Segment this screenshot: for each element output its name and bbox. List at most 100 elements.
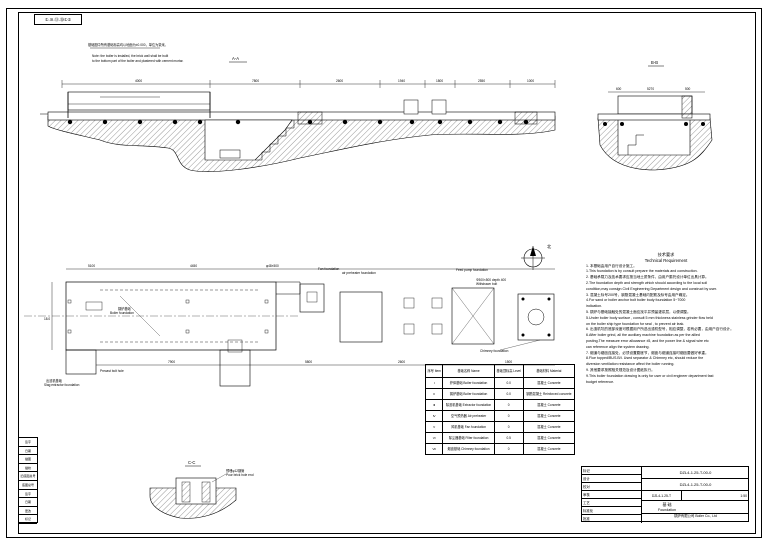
- strip-cell: 旧底图总号: [19, 472, 37, 481]
- table-cell: 混凝土 Concrete: [522, 410, 576, 422]
- section-b-b: B-B 600 5270 500: [597, 60, 713, 171]
- table-cell: 锅炉基础 Boiler foundation: [442, 388, 495, 400]
- tech-line: 6.After boiler grind, all the auxiliary …: [586, 333, 700, 338]
- dim-aa-6: 2550: [478, 79, 485, 83]
- table-cell: 混凝土 Concrete: [522, 443, 576, 455]
- tech-line: 8.Flue topped/BUS.B/I. Used separator & …: [586, 356, 704, 361]
- tb-row: 标准化: [582, 507, 642, 515]
- slag-cn: 出渣机基础: [46, 378, 62, 383]
- plan-boiler: Boiler foundation: [110, 311, 134, 315]
- dim-aa-3: 2600: [336, 79, 343, 83]
- dim-aa-2: 7800: [252, 79, 259, 83]
- strip-cell: 日期: [19, 498, 37, 507]
- table-cell: 0.0: [493, 388, 524, 400]
- plan-air-label: air preheater foundation: [342, 271, 376, 275]
- table-cell: Ⅴ: [424, 421, 444, 433]
- table-cell: Ⅶ: [424, 443, 444, 455]
- dim-plan-b3: 2600: [398, 360, 405, 364]
- strip-cell: 底图总号: [19, 481, 37, 490]
- chimney-note-2: Withdrawn bolt: [476, 282, 497, 286]
- table-header-cell: 序号 Item: [424, 364, 444, 378]
- tb-row: 校对: [582, 483, 642, 491]
- tb-company: 锅炉有限公司 Boiler Co., Ltd: [642, 513, 749, 523]
- dim-aa-7: 1000: [527, 79, 534, 83]
- tech-line: 2. 基础承载力及技术要求应按当地土质条件，由用户委托设计单位出具计算。: [586, 275, 709, 280]
- dim-plan-2: 4450: [190, 264, 197, 268]
- table-cell: 0.0: [493, 377, 524, 389]
- dim-aa-1: 4000: [135, 79, 142, 83]
- dim-aa-5: 1800: [436, 79, 443, 83]
- table-row: Ⅵ 除尘器基础 Filter foundation 0.5 混凝土 Concre…: [424, 432, 576, 444]
- table-cell: Ⅵ: [424, 432, 444, 444]
- table-cell: 钢筋混凝土 Reinforced concrete: [522, 388, 576, 400]
- sheet-inner-frame: [18, 12, 756, 534]
- table-header-cell: 基础材料 Material: [522, 364, 576, 378]
- tb-row: 标记: [582, 467, 642, 475]
- note-en-1: Note: the boiler is installed, the brick…: [92, 54, 168, 58]
- plan-boiler-cn: 锅炉基础: [118, 306, 131, 311]
- table-cell: 风机基础 Fan foundation: [442, 421, 495, 433]
- plan-fan-label: Fan foundation: [318, 267, 339, 271]
- table-cell: 除渣机基础 Extractor foundation: [442, 399, 495, 411]
- tb-row: 工艺: [582, 499, 642, 507]
- dim-bb-3: 500: [685, 87, 691, 91]
- tech-line: can reference align the system drawing.: [586, 344, 650, 349]
- tech-line: 6. 出渣机坑的底部深度可根据用户所选出渣机型号，相应调整，若有必要，由用户自行…: [586, 327, 734, 332]
- tech-line: 2.The foundation depth and strength whic…: [586, 280, 708, 285]
- tb-company-en: Boiler Co., Ltd: [695, 514, 717, 518]
- tech-line: indication.: [586, 304, 603, 309]
- strip-cell: 标记: [19, 515, 37, 524]
- strip-cell: 描图: [19, 455, 37, 464]
- tech-line: 1. 本基础由用户自行设计施工。: [586, 263, 637, 268]
- revision-strip: 签字 日期 描图 描校 旧底图总号 底图总号 签字 日期 更改 标记: [18, 437, 38, 524]
- tech-line: 3. 混凝土标号200号，钢筋混凝土基础内配筋及标号由用户确定。: [586, 292, 690, 297]
- plan-view: 5100 4450 φ48×500 锅炉基础 Boiler foundation…: [24, 243, 555, 387]
- plan-pump-label: Feed pump foundation: [456, 268, 488, 272]
- dim-aa-4: 1940: [398, 79, 405, 83]
- table-cell: 混凝土 Concrete: [522, 377, 576, 389]
- tb-name-cn: 基 础: [662, 502, 672, 507]
- section-cc-title: C-C: [188, 460, 195, 465]
- tech-title: Technical Requirement: [644, 257, 688, 263]
- strip-cell: 更改: [19, 507, 37, 516]
- table-header-cell: 基础名称 Name: [442, 364, 495, 378]
- tech-line: 5. 锅炉与基础接触处的混凝土面应找平并预留灌浆层，以便调整。: [586, 309, 691, 314]
- section-c-c: C-C 预埋φ12钢管 Pour brick hole end: [149, 460, 254, 519]
- note-cn: 基础图中所有基础标高均以地面为±0.000，单位为毫米。: [88, 42, 168, 47]
- north-label: 北: [547, 243, 552, 250]
- table-cell: 0: [493, 443, 524, 455]
- dim-plan-b2: 5800: [305, 360, 312, 364]
- tech-line: 7. 烟道与烟囱连接处，必须设置膨胀节，烟囱与烟道连接时烟囱要做好承重。: [586, 350, 709, 355]
- table-cell: 烟囱基础 Chimney foundation: [442, 443, 495, 455]
- table-row: Ⅴ 风机基础 Fan foundation 0 混凝土 Concrete: [424, 421, 576, 433]
- tech-line: condition,may consign Civil Engineering …: [586, 286, 718, 291]
- slag-en: Slag extractor foundation: [44, 383, 80, 387]
- table-header: 序号 Item 基础名称 Name 基础顶标高 Level 基础材料 Mater…: [424, 364, 576, 378]
- tb-model: DZL4-1.25-T: [642, 491, 682, 501]
- tb-drawing-no: DZL4-1.25-T-00-0: [642, 467, 749, 479]
- tech-title-cn: 技术要求: [657, 252, 675, 257]
- table-cell: 0: [493, 399, 524, 411]
- tb-company-cn: 锅炉有限公司: [674, 514, 695, 518]
- table-cell: Ⅳ: [424, 410, 444, 422]
- section-bb-title: B-B: [651, 60, 658, 65]
- table-cell: 炉体基础 Boiler foundation: [442, 377, 495, 389]
- dim-plan-b1: 7900: [168, 360, 175, 364]
- dim-plan-3: φ48×500: [266, 264, 279, 268]
- table-cell: 混凝土 Concrete: [522, 421, 576, 433]
- tb-row: 审核: [582, 491, 642, 499]
- table-cell: 除尘器基础 Filter foundation: [442, 432, 495, 444]
- table-row: Ⅲ 除渣机基础 Extractor foundation 0 混凝土 Concr…: [424, 399, 576, 411]
- dim-ticks-aa: [61, 80, 556, 88]
- table-cell: 混凝土 Concrete: [522, 399, 576, 411]
- tech-line: posting.The measure error allowance ±5, …: [586, 338, 709, 343]
- dim-plan-1: 5100: [88, 264, 95, 268]
- dim-side: 18.0: [44, 317, 50, 321]
- table-row: Ⅶ 烟囱基础 Chimney foundation 0 混凝土 Concrete: [424, 443, 576, 455]
- tech-line: 9. 其他要求按照相关规范及设计图纸执行。: [586, 367, 655, 372]
- aa-bolts: [67, 119, 529, 125]
- sheet-outer-frame: [6, 8, 762, 538]
- precast-hole: Precast bolt hole: [100, 369, 124, 373]
- tech-line: on the boiler ship type foundation for s…: [586, 321, 685, 326]
- table-cell: 混凝土 Concrete: [522, 432, 576, 444]
